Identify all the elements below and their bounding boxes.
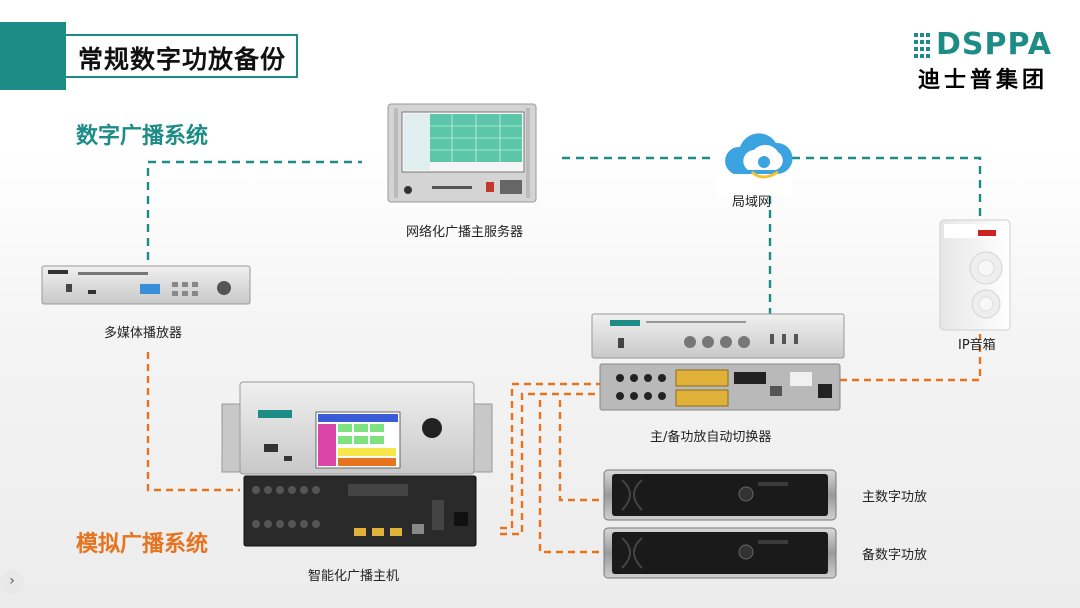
title-frame — [66, 34, 298, 78]
host-label: 智能化广播主机 — [308, 569, 400, 584]
ip-speaker-label: IP音箱 — [958, 338, 996, 353]
media-player-label: 多媒体播放器 — [104, 326, 183, 341]
server-device — [387, 103, 537, 203]
chevron-right-icon: › — [9, 573, 15, 589]
lan-label: 局域网 — [732, 195, 772, 210]
next-slide-button[interactable]: › — [0, 570, 24, 594]
section-analog-title: 模拟广播系统 — [76, 532, 209, 557]
switcher-label: 主/备功放自动切换器 — [650, 430, 772, 445]
server-label: 网络化广播主服务器 — [406, 225, 524, 240]
header-accent-block — [0, 22, 66, 90]
link-media-server — [146, 160, 362, 260]
link-lan-speaker — [792, 156, 982, 218]
lan-cloud-icon — [716, 122, 793, 196]
link-media-host — [146, 352, 240, 492]
backup-amp-label: 备数字功放 — [862, 548, 928, 563]
network-links — [146, 156, 982, 372]
logo-brand: DSPPA — [936, 27, 1052, 62]
main-amp-label: 主数字功放 — [862, 490, 928, 505]
switcher-device — [591, 313, 845, 411]
link-host-switcher-2 — [500, 392, 602, 536]
link-switcher-backup-amp — [538, 400, 604, 554]
ip-speaker-device — [939, 219, 1011, 331]
link-switcher-speaker — [840, 334, 982, 382]
company-logo: DSPPA 迪士普集团 — [914, 27, 1054, 93]
audio-links — [146, 334, 982, 554]
link-host-switcher-1 — [500, 382, 600, 530]
media-player-device — [41, 265, 251, 305]
logo-dots-icon — [914, 33, 930, 58]
host-device — [221, 381, 493, 547]
link-switcher-main-amp — [558, 400, 604, 502]
section-digital-title: 数字广播系统 — [76, 124, 209, 149]
main-amp-device — [603, 469, 837, 521]
logo-company: 迪士普集团 — [918, 68, 1049, 93]
backup-amp-device — [603, 527, 837, 579]
page-title: 常规数字功放备份 — [78, 45, 287, 74]
